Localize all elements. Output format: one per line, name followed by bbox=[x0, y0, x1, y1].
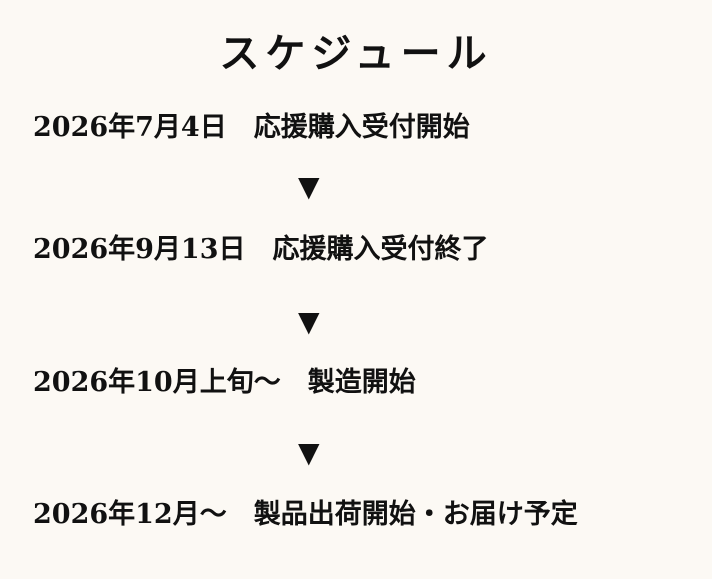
down-arrow-icon: ▼ bbox=[298, 305, 320, 338]
down-arrow-icon: ▼ bbox=[298, 170, 320, 203]
down-arrow-icon: ▼ bbox=[298, 436, 320, 469]
schedule-step-3: 2026年10月上旬～ 製造開始 bbox=[33, 367, 416, 398]
schedule-step-4: 2026年12月～ 製品出荷開始・お届け予定 bbox=[33, 499, 578, 530]
schedule-step-2: 2026年9月13日 応援購入受付終了 bbox=[33, 234, 489, 265]
page-title: スケジュール bbox=[219, 30, 493, 77]
schedule-step-1: 2026年7月4日 応援購入受付開始 bbox=[33, 112, 470, 143]
